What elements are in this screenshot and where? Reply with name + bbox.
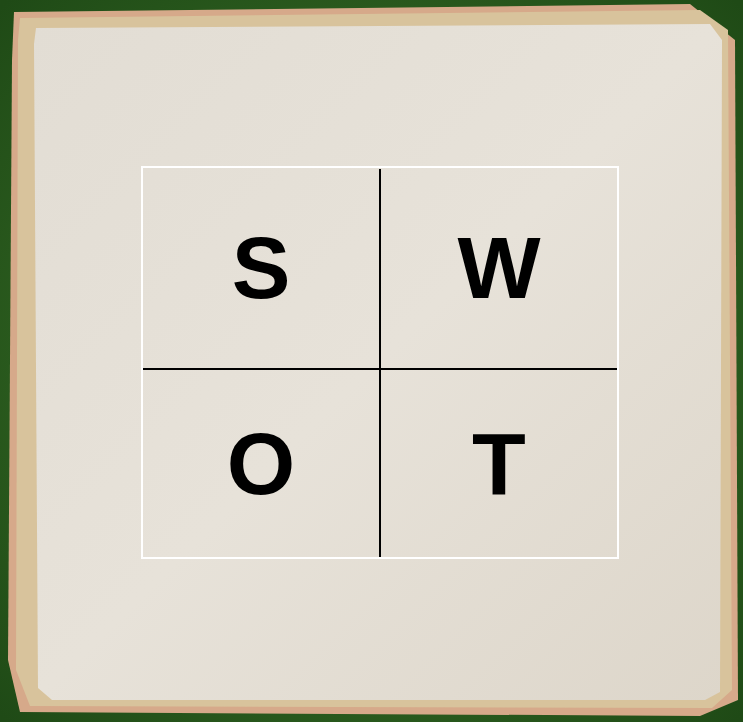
front-paper <box>34 24 722 700</box>
back-paper <box>8 4 738 716</box>
swot-cell: O <box>146 373 376 554</box>
swot-letter: S <box>232 224 291 312</box>
swot-cell: W <box>384 171 614 365</box>
swot-cell: S <box>146 171 376 365</box>
swot-letter: W <box>457 224 540 312</box>
swot-cell: T <box>384 373 614 554</box>
grid-divider <box>143 368 617 370</box>
middle-paper <box>16 10 732 708</box>
grid-divider <box>379 169 381 557</box>
swot-letter: O <box>227 420 295 508</box>
swot-letter: T <box>472 420 526 508</box>
grid-outline <box>142 167 618 558</box>
